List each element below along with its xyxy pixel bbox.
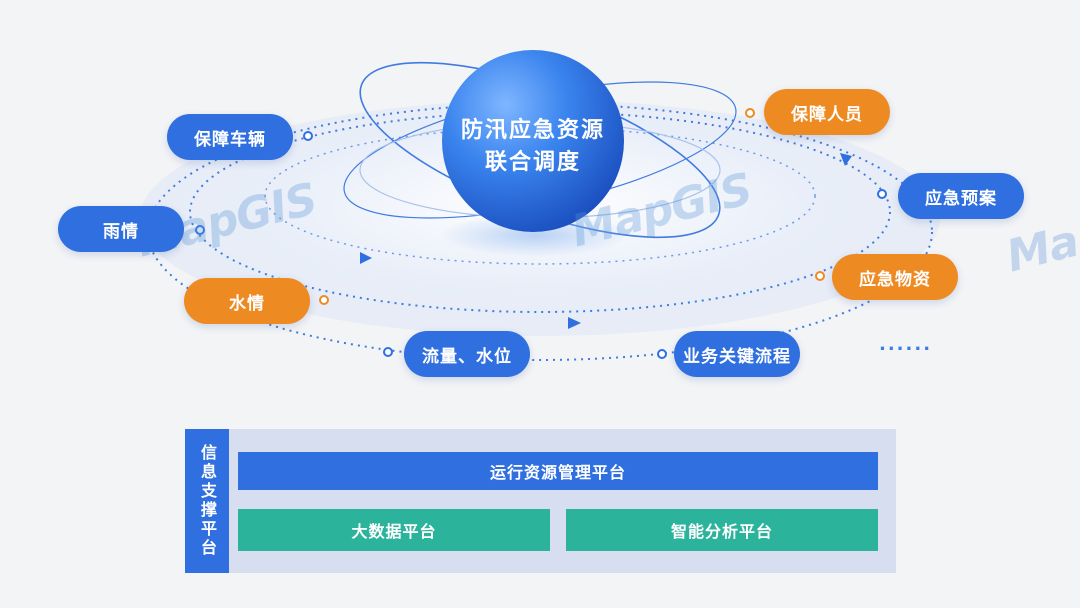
arrow-marker bbox=[360, 252, 372, 264]
arrow-marker bbox=[568, 317, 581, 329]
hub-shadow bbox=[440, 213, 630, 257]
connector-dot bbox=[815, 271, 825, 281]
hub-title-line1: 防汛应急资源 bbox=[460, 118, 605, 143]
node-flow: 流量、水位 bbox=[404, 331, 530, 377]
hub-title-line2: 联合调度 bbox=[484, 150, 581, 175]
more-ellipsis: ...... bbox=[879, 334, 933, 355]
connector-dot bbox=[745, 108, 755, 118]
connector-dot bbox=[383, 347, 393, 357]
arrow-marker bbox=[840, 153, 852, 166]
node-process: 业务关键流程 bbox=[674, 331, 800, 377]
node-personnel: 保障人员 bbox=[764, 89, 890, 135]
connector-dot bbox=[877, 189, 887, 199]
node-materials: 应急物资 bbox=[832, 254, 958, 300]
orbit-middle bbox=[189, 111, 891, 313]
bigdata-platform-bar: 大数据平台 bbox=[238, 509, 550, 551]
hub-sphere bbox=[442, 50, 624, 232]
connector-dot bbox=[195, 225, 205, 235]
connector-dot bbox=[657, 349, 667, 359]
connector-dot bbox=[303, 131, 313, 141]
ops-platform-bar: 运行资源管理平台 bbox=[238, 452, 878, 490]
platform-side-label: 信息支撑平台 bbox=[185, 429, 229, 573]
connector-dot bbox=[319, 295, 329, 305]
platform-panel bbox=[185, 429, 896, 573]
node-rain: 雨情 bbox=[58, 206, 184, 252]
node-water: 水情 bbox=[184, 278, 310, 324]
orbit-outer bbox=[147, 103, 933, 361]
node-vehicles: 保障车辆 bbox=[167, 114, 293, 160]
node-plan: 应急预案 bbox=[898, 173, 1024, 219]
analysis-platform-bar: 智能分析平台 bbox=[566, 509, 878, 551]
